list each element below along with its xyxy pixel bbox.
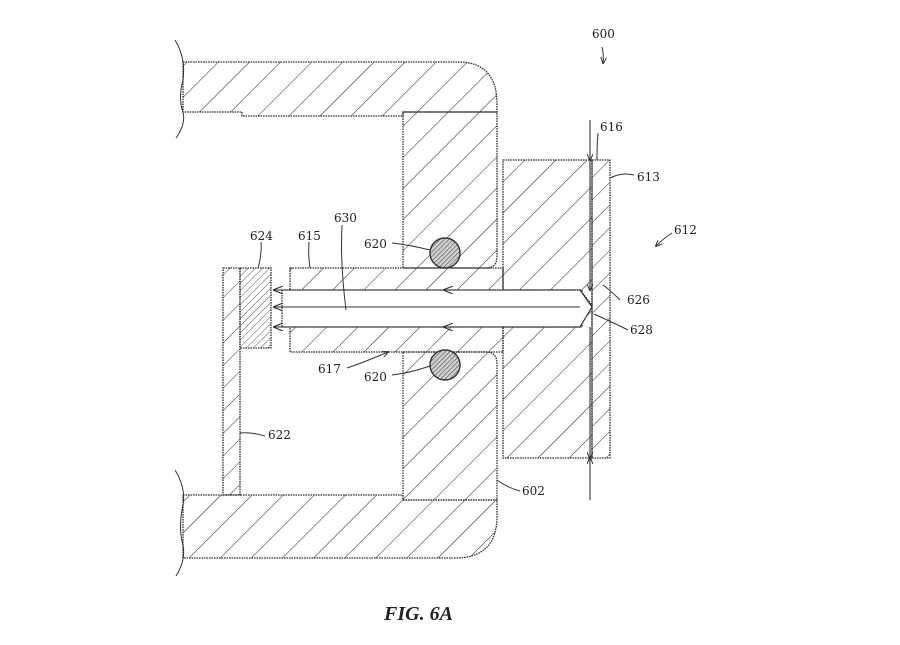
- label-617: 617: [318, 362, 341, 376]
- label-613: 613: [637, 170, 660, 184]
- label-600: 600: [592, 27, 615, 41]
- substrate-622: [222, 267, 241, 496]
- o-ring-upper: [429, 237, 461, 269]
- channel-630: [281, 289, 583, 328]
- housing-top-wall: [182, 61, 498, 117]
- label-626: 626: [627, 293, 650, 307]
- break-line-top: [174, 39, 185, 139]
- label-612: 612: [674, 223, 697, 237]
- housing-bottom-wall: [182, 494, 498, 559]
- label-620-lower: 620: [364, 370, 387, 384]
- housing-602: [174, 39, 498, 577]
- leader-lines: [239, 46, 673, 492]
- label-624: 624: [250, 229, 273, 243]
- label-602: 602: [522, 484, 545, 498]
- sensor-624: [239, 267, 272, 349]
- light-path-arrows: [274, 290, 580, 327]
- label-630: 630: [334, 211, 357, 225]
- label-628: 628: [630, 323, 653, 337]
- channel-tip: [579, 289, 593, 328]
- label-615: 615: [298, 229, 321, 243]
- label-616: 616: [600, 120, 623, 134]
- label-620-upper: 620: [364, 237, 387, 251]
- reference-labels: 600 616 613 612 630 624 615 620 626 628 …: [250, 27, 697, 498]
- button-612: [281, 159, 611, 459]
- button-face-613: [591, 159, 611, 459]
- break-line-bottom: [174, 469, 185, 577]
- figure-caption: FIG. 6A: [383, 603, 453, 625]
- o-ring-lower: [429, 349, 461, 381]
- label-622: 622: [268, 428, 291, 442]
